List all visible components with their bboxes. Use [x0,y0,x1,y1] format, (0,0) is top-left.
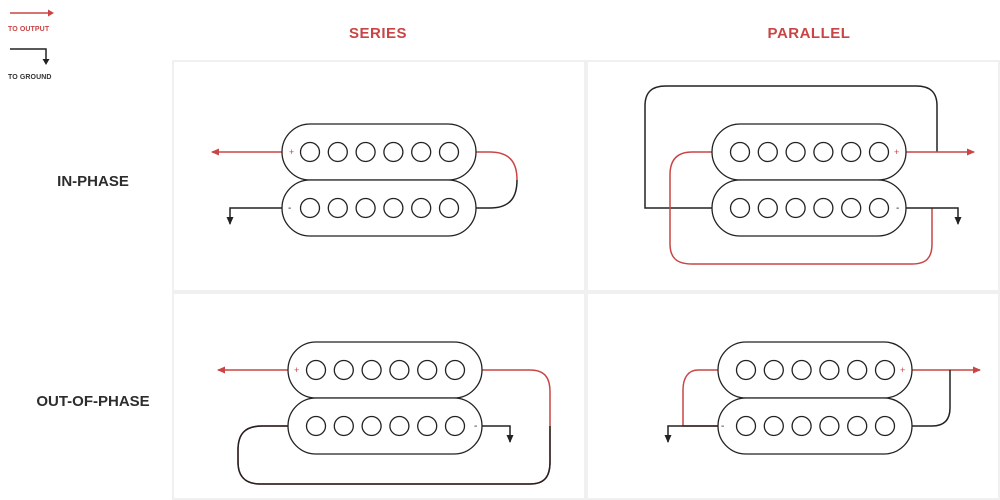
pole-piece [735,415,757,437]
pole-piece [763,415,784,437]
pole-piece [438,141,460,163]
pole-piece [785,141,806,163]
pole-piece [305,359,327,381]
pickup-coil-bottom [281,179,477,237]
ground-arrow-icon [10,48,50,65]
pole-piece [841,141,862,163]
coil-body [711,179,907,237]
pole-piece [791,359,812,381]
pole-piece [355,197,376,219]
ground-lead [664,425,718,443]
terminal-positive: + [289,147,294,157]
terminal-negative: - [288,203,291,214]
pole-piece [333,359,354,381]
parallel-in-phase-diagram: + - [644,85,975,265]
column-header-series: SERIES [348,25,408,42]
pole-piece [355,141,376,163]
pole-piece [813,197,834,219]
pickup-coil-top [711,123,907,181]
legend-ground-label: TO GROUND [8,74,52,81]
coil-body [717,397,913,455]
pole-piece [868,141,890,163]
pole-piece [791,415,812,437]
pole-piece [361,415,382,437]
pole-piece [411,141,432,163]
terminal-negative: - [896,203,899,214]
ground-lead [482,425,514,443]
legend-to-ground: TO GROUND [8,47,56,81]
parallel-loop-black [644,85,938,209]
output-arrow-icon [10,9,54,17]
pole-piece [411,197,432,219]
pole-piece [361,359,382,381]
parallel-link-red [682,369,718,427]
pole-piece [813,141,834,163]
pole-piece [735,359,757,381]
coil-body [287,397,483,455]
pole-piece [729,197,751,219]
pole-piece [327,141,348,163]
pole-piece [383,197,404,219]
terminal-negative: - [721,421,724,432]
pickup-coil-bottom [717,397,913,455]
pole-piece [757,197,778,219]
pole-piece [874,415,896,437]
pole-piece [757,141,778,163]
pole-piece [729,141,751,163]
pole-piece [444,359,466,381]
pickup-coil-bottom [287,397,483,455]
pole-piece [417,359,438,381]
pole-piece [874,359,896,381]
series-link-black [476,179,518,209]
series-in-phase-diagram: + - [211,123,518,237]
row-header-out-of-phase: OUT-OF-PHASE [36,393,150,410]
pickup-coil-top [717,341,913,399]
pole-piece [847,359,868,381]
pole-piece [389,359,410,381]
pole-piece [841,197,862,219]
pickup-coil-bottom [711,179,907,237]
pole-piece [763,359,784,381]
pickup-coil-top [281,123,477,181]
pole-piece [847,415,868,437]
pole-piece [327,197,348,219]
coil-body [281,179,477,237]
parallel-link-black [912,370,951,427]
ground-lead [906,207,962,225]
pole-piece [819,359,840,381]
pole-piece [868,197,890,219]
pole-piece [305,415,327,437]
series-link-red [476,151,518,181]
parallel-out-of-phase-diagram: + - [664,341,981,455]
column-header-parallel: PARALLEL [767,25,851,42]
pole-piece [333,415,354,437]
ground-lead [226,207,282,225]
legend-output-label: TO OUTPUT [8,26,50,33]
pole-piece [438,197,460,219]
parallel-loop-red [669,151,933,265]
pole-piece [299,197,321,219]
pole-piece [785,197,806,219]
row-header-in-phase: IN-PHASE [57,173,129,190]
terminal-positive: + [894,147,899,157]
series-out-of-phase-diagram: + - [217,341,551,485]
pole-piece [389,415,410,437]
series-link-black [237,425,551,485]
legend-to-output: TO OUTPUT [8,6,56,33]
pole-piece [299,141,321,163]
pole-piece [383,141,404,163]
pole-piece [417,415,438,437]
terminal-positive: + [294,365,299,375]
terminal-positive: + [900,365,905,375]
pole-piece [444,415,466,437]
pole-piece [819,415,840,437]
terminal-negative: - [474,421,477,432]
pickup-coil-top [287,341,483,399]
